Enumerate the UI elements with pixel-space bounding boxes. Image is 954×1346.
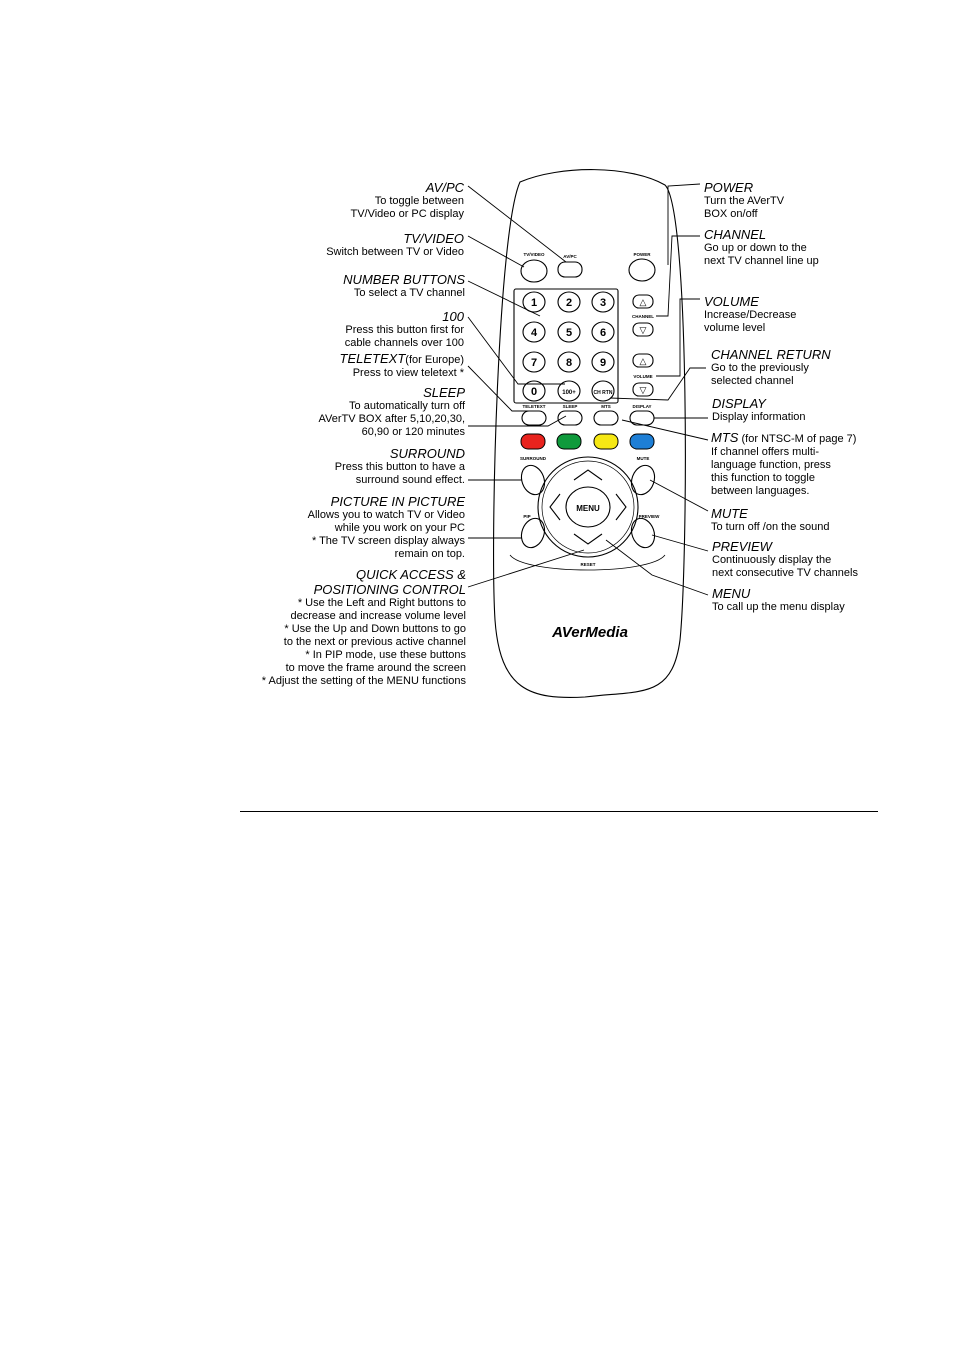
digit-label: 2	[566, 297, 572, 309]
volume-up-key	[632, 353, 654, 368]
number-block-frame	[513, 288, 619, 404]
menu-key	[565, 486, 611, 528]
digit-label: 4	[531, 327, 538, 339]
av-pc-key	[557, 261, 583, 278]
buttons	[520, 258, 656, 549]
channel-key-label: CHANNEL	[632, 314, 654, 319]
remote-body	[493, 169, 686, 698]
label-sleep: SLEEP To automatically turn off AVerTV B…	[318, 385, 465, 438]
label-picture-in-picture: PICTURE IN PICTURE Allows you to watch T…	[307, 494, 465, 560]
key-100	[557, 380, 581, 402]
label-mts: MTS (for NTSC-M of page 7) If channel of…	[711, 430, 857, 497]
teletext-key	[521, 410, 547, 426]
digit-label: 7	[531, 357, 537, 369]
key-6	[591, 321, 615, 343]
key-9	[591, 351, 615, 373]
ch-return-label: CH RTN	[594, 390, 613, 396]
surround-key-label: SURROUND	[520, 456, 547, 461]
label-power: POWER Turn the AVerTV BOX on/off	[704, 180, 785, 220]
label-av-pc: AV/PC To toggle between TV/Video or PC d…	[350, 180, 464, 220]
preview-key-label: PREVIEW	[639, 514, 661, 519]
label-100: 100 Press this button first for cable ch…	[344, 309, 464, 349]
mute-key	[630, 464, 656, 496]
key-0	[522, 380, 546, 402]
key-2	[557, 291, 581, 313]
channel-up-key	[632, 294, 654, 309]
volume-key-label: VOLUME	[633, 374, 652, 379]
power-key-label: POWER	[633, 252, 651, 257]
color-keys	[520, 433, 655, 450]
key-1	[522, 291, 546, 313]
channel-down-key	[632, 322, 654, 337]
label-volume: VOLUME Increase/Decrease volume level	[704, 294, 797, 334]
teletext-key-label: TELETEXT	[522, 404, 545, 409]
key-100-label: 100+	[562, 390, 576, 396]
label-channel-return: CHANNEL RETURN Go to the previously sele…	[711, 347, 831, 387]
up-triangle: △	[640, 297, 647, 307]
digit-label: 3	[600, 297, 606, 309]
green-key	[556, 433, 582, 450]
sleep-key	[557, 410, 583, 426]
digit-label: 5	[566, 327, 572, 339]
display-key-label: DISPLAY	[632, 404, 651, 409]
pip-key-label: PIP	[523, 514, 530, 519]
reset-key-label: RESET	[580, 562, 595, 567]
key-8	[557, 351, 581, 373]
horizontal-rule	[240, 811, 878, 812]
preview-key	[630, 517, 656, 549]
label-mute: MUTE To turn off /on the sound	[711, 506, 830, 533]
sleep-key-label: SLEEP	[563, 404, 578, 409]
red-key	[520, 433, 546, 450]
mute-key-label: MUTE	[637, 456, 650, 461]
label-tv-video: TV/VIDEO Switch between TV or Video	[326, 231, 464, 258]
nav-right-arrow	[615, 493, 627, 521]
power-key	[628, 258, 656, 282]
volume-down-key	[632, 382, 654, 397]
digit-label: 6	[600, 327, 606, 339]
label-menu: MENU To call up the menu display	[712, 586, 845, 613]
down-triangle: ▽	[640, 325, 647, 335]
digit-label: 8	[566, 357, 572, 369]
nav-down-arrow	[573, 533, 603, 545]
key-3	[591, 291, 615, 313]
key-7	[522, 351, 546, 373]
label-number-buttons: NUMBER BUTTONS To select a TV channel	[343, 272, 465, 299]
tv-video-key	[520, 259, 548, 283]
navigation-pad	[537, 456, 639, 558]
key-5	[557, 321, 581, 343]
key-4	[522, 321, 546, 343]
yellow-key	[593, 433, 619, 450]
down-triangle: ▽	[640, 385, 647, 395]
digit-label: 9	[600, 357, 606, 369]
leader-lines	[467, 183, 709, 596]
key-ch-return	[591, 380, 615, 402]
label-preview: PREVIEW Continuously display the next co…	[712, 539, 858, 579]
label-teletext: TELETEXT(for Europe) Press to view telet…	[339, 351, 464, 379]
blue-key	[629, 433, 655, 450]
nav-left-arrow	[549, 493, 561, 521]
menu-key-label: MENU	[576, 504, 600, 513]
label-quick-access: QUICK ACCESS & POSITIONING CONTROL * Use…	[261, 567, 466, 687]
av-pc-key-label: AV/PC	[563, 254, 577, 259]
tv-video-key-label: TV/VIDEO	[523, 252, 545, 257]
nav-up-arrow	[573, 469, 603, 481]
mts-key	[593, 410, 619, 426]
label-display: DISPLAY Display information	[712, 396, 806, 423]
brand-logo: AVerMedia	[551, 624, 628, 641]
mts-key-label: MTS	[601, 404, 611, 409]
label-surround: SURROUND Press this button to have a sur…	[334, 446, 465, 486]
surround-key	[520, 464, 546, 496]
digit-label: 0	[531, 386, 537, 398]
label-channel: CHANNEL Go up or down to the next TV cha…	[704, 227, 819, 267]
digit-label: 1	[531, 297, 537, 309]
pip-key	[520, 517, 546, 549]
up-triangle: △	[640, 356, 647, 366]
